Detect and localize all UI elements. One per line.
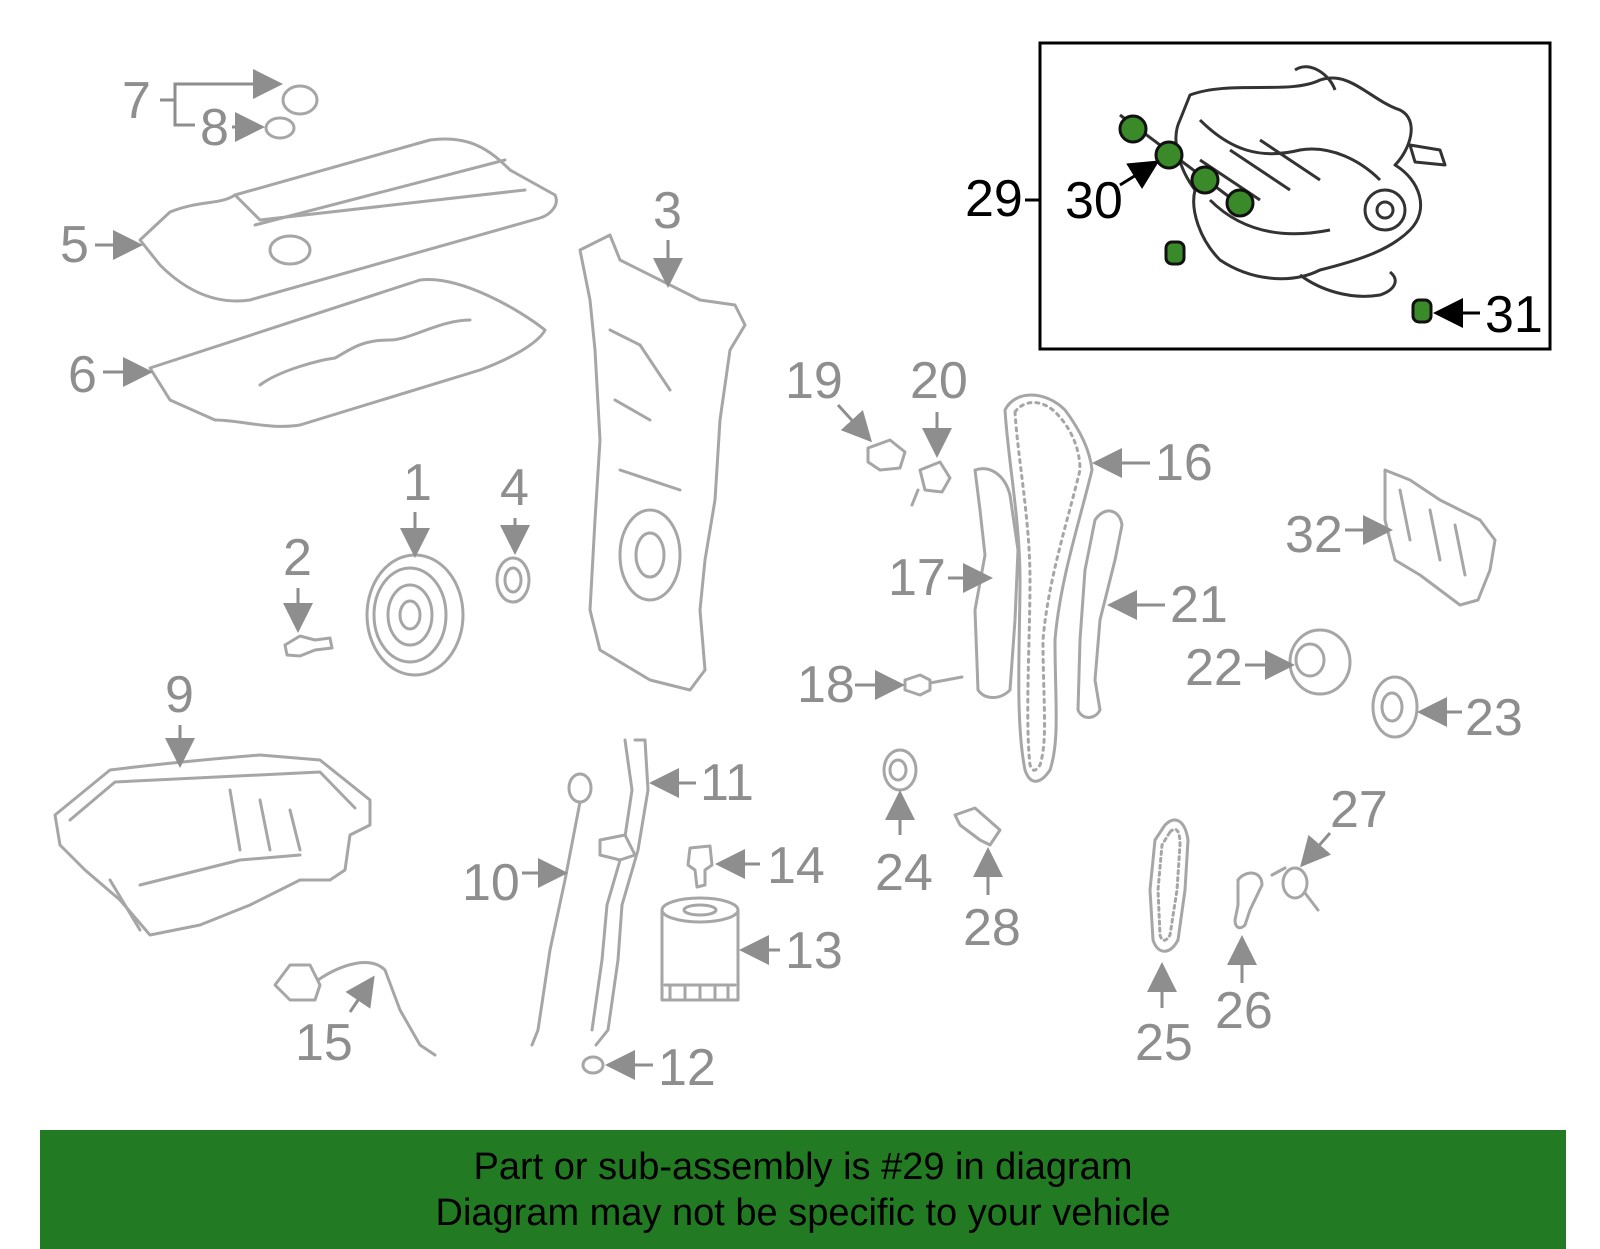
callout-25: 25 bbox=[1135, 1014, 1193, 1072]
timing-chain-drawing bbox=[1003, 393, 1094, 783]
crank-pulley-drawing bbox=[365, 553, 465, 677]
insulator-drawings bbox=[1164, 240, 1433, 324]
chain-damper-drawing bbox=[1233, 871, 1264, 930]
guide-bolt-drawing bbox=[903, 673, 964, 697]
oil-pan-drawing bbox=[53, 753, 372, 937]
tensioner-plate-drawing bbox=[910, 460, 952, 507]
o-ring-drawing bbox=[581, 1055, 605, 1075]
callout-17: 17 bbox=[888, 549, 946, 607]
pulley-bolt-drawing bbox=[283, 634, 334, 658]
manifold-gasket-drawing bbox=[1118, 113, 1255, 218]
callout-3: 3 bbox=[653, 182, 682, 240]
drain-plug-drawing bbox=[686, 844, 714, 889]
callout-16: 16 bbox=[1155, 434, 1213, 492]
callout-23: 23 bbox=[1465, 689, 1523, 747]
banner-line-2: Diagram may not be specific to your vehi… bbox=[435, 1192, 1171, 1234]
spring-drawing bbox=[1270, 866, 1320, 912]
callout-7: 7 bbox=[122, 72, 151, 130]
callout-20: 20 bbox=[910, 352, 968, 410]
oil-filter-drawing bbox=[660, 896, 740, 1002]
callout-18: 18 bbox=[797, 656, 855, 714]
chain-slipper-drawing bbox=[953, 806, 1002, 847]
callout-31: 31 bbox=[1485, 286, 1543, 344]
callout-1: 1 bbox=[403, 454, 432, 512]
callout-22: 22 bbox=[1185, 639, 1243, 697]
callout-9: 9 bbox=[165, 666, 194, 724]
tensioner-arm-drawing bbox=[1076, 509, 1124, 719]
callout-12: 12 bbox=[658, 1039, 716, 1097]
callout-26: 26 bbox=[1215, 982, 1273, 1040]
valve-cover-gasket-drawing bbox=[148, 278, 547, 428]
callout-5: 5 bbox=[60, 216, 89, 274]
valve-cover-drawing bbox=[138, 137, 558, 303]
callout-15: 15 bbox=[295, 1014, 353, 1072]
callout-28: 28 bbox=[963, 899, 1021, 957]
banner-line-1: Part or sub-assembly is #29 in diagram bbox=[473, 1146, 1133, 1188]
callout-14: 14 bbox=[767, 837, 825, 895]
cover-plate-drawing bbox=[1383, 468, 1497, 607]
timing-cover-drawing bbox=[578, 233, 747, 692]
balancer-chain-drawing bbox=[1148, 818, 1190, 953]
callout-13: 13 bbox=[785, 922, 843, 980]
chain-tensioner-drawing bbox=[866, 438, 907, 472]
oil-filler-cap-drawing bbox=[264, 84, 319, 140]
oil-sender-drawing bbox=[273, 961, 437, 1057]
callout-30: 30 bbox=[1065, 172, 1123, 230]
callout-8: 8 bbox=[200, 99, 229, 157]
callout-6: 6 bbox=[68, 346, 97, 404]
dipstick-tube-drawing bbox=[590, 738, 650, 1047]
callout-10: 10 bbox=[462, 854, 520, 912]
callout-11: 11 bbox=[700, 754, 754, 812]
oil-seal-drawing bbox=[495, 556, 531, 604]
camshaft-timing-gear-drawing bbox=[1288, 628, 1352, 696]
crank-sprocket-drawing bbox=[882, 748, 918, 792]
dipstick-drawing bbox=[530, 772, 593, 1047]
callout-2: 2 bbox=[283, 529, 312, 587]
callout-29: 29 bbox=[965, 170, 1023, 228]
info-banner: Part or sub-assembly is #29 in diagram D… bbox=[40, 1130, 1566, 1249]
callout-32: 32 bbox=[1285, 506, 1343, 564]
callout-27: 27 bbox=[1330, 781, 1388, 839]
callout-24: 24 bbox=[875, 844, 933, 902]
callout-4: 4 bbox=[500, 459, 529, 517]
callout-19: 19 bbox=[785, 352, 843, 410]
chain-guide-drawing bbox=[973, 467, 1020, 699]
inset-frame bbox=[1038, 41, 1552, 351]
camshaft-sprocket-drawing bbox=[1371, 675, 1419, 739]
callout-21: 21 bbox=[1170, 576, 1228, 634]
